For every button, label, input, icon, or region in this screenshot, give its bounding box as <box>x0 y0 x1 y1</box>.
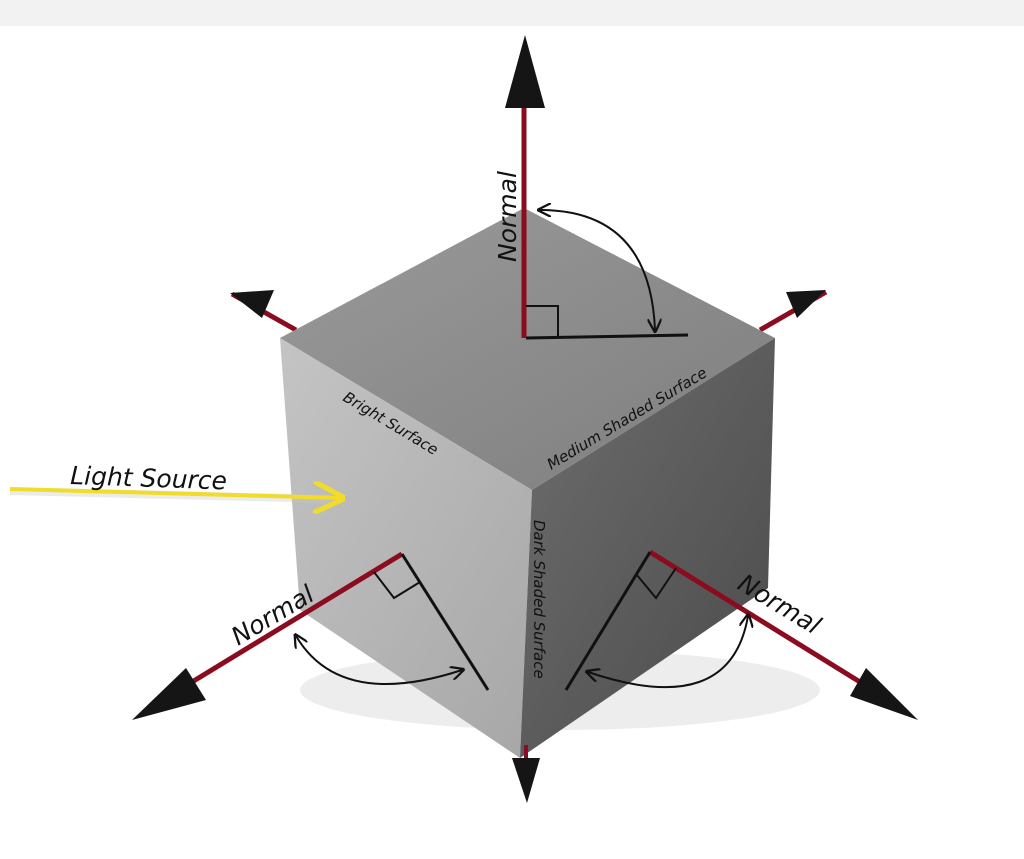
light-source-arrow <box>9 489 342 498</box>
arrowhead-left <box>132 668 206 720</box>
normal-line-right <box>648 549 862 685</box>
cube-left-face <box>280 338 532 758</box>
arrowhead-back-left <box>230 290 274 318</box>
top-bar <box>0 0 1024 26</box>
left-surface-line <box>400 553 490 691</box>
left-right-angle-mark <box>373 571 421 600</box>
arrowhead-right <box>850 668 918 720</box>
arrowhead-bottom <box>512 758 540 803</box>
light-source-label: Light Source <box>70 461 228 495</box>
arrowhead-top <box>505 35 545 108</box>
left-angle-arrow <box>296 636 462 685</box>
normal-label-top: Normal <box>493 171 522 262</box>
top-surface-line <box>525 333 689 340</box>
right-angle-arrow <box>588 616 748 689</box>
arrowhead-back-right <box>786 290 826 318</box>
normal-line-left <box>190 551 404 685</box>
dark-shaded-surface-label: Dark Shaded Surface <box>530 520 548 679</box>
top-angle-arrow <box>540 210 655 330</box>
right-right-angle-mark <box>635 567 677 600</box>
